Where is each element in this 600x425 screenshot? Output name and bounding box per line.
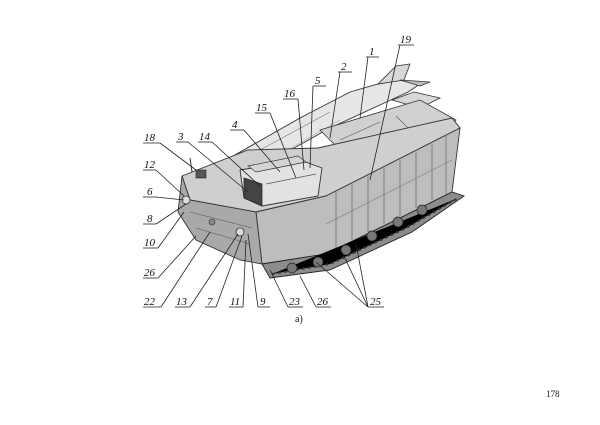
figure-caption: а)	[295, 314, 303, 325]
hull	[177, 117, 461, 265]
callout-11: 11	[230, 296, 240, 308]
callout-9: 9	[260, 296, 266, 308]
callout-26-left: 26	[144, 267, 156, 279]
callout-26-bottom: 26	[317, 296, 329, 308]
callout-13: 13	[176, 296, 188, 308]
track	[261, 191, 465, 279]
callout-4: 4	[232, 119, 238, 131]
callout-25: 25	[370, 296, 382, 308]
callout-1: 1	[369, 46, 375, 58]
page-number: 178	[546, 389, 560, 399]
callout-15: 15	[256, 102, 268, 114]
callout-5: 5	[315, 75, 321, 87]
callout-22: 22	[144, 296, 156, 308]
callouts: 1 19 2 5 16 15 4 18 3 14 12 6 8 10 26 22…	[144, 34, 412, 308]
callout-23: 23	[289, 296, 301, 308]
callout-12: 12	[144, 159, 156, 171]
leader-lines	[143, 44, 414, 308]
callout-3: 3	[177, 131, 184, 143]
callout-6: 6	[147, 186, 153, 198]
callout-7: 7	[207, 296, 213, 308]
callout-14: 14	[199, 131, 211, 143]
callout-18: 18	[144, 132, 156, 144]
callout-2: 2	[341, 61, 347, 73]
callout-16: 16	[284, 88, 296, 100]
vehicle-illustration	[177, 63, 465, 279]
callout-8: 8	[147, 213, 153, 225]
callout-19: 19	[400, 34, 412, 46]
callout-10: 10	[144, 237, 156, 249]
